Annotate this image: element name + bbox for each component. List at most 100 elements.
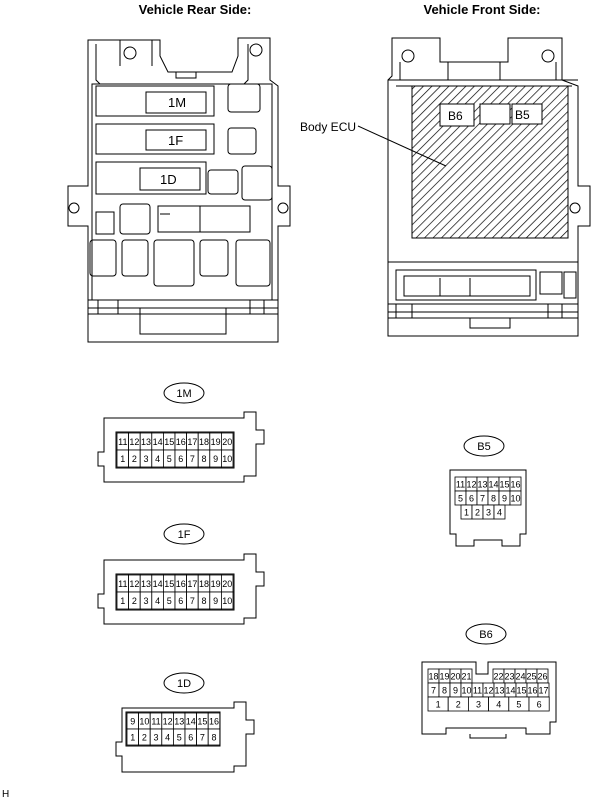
connector-b6-code: B6 [479,629,492,641]
pin-number: 2 [475,508,480,518]
front-label-b5: B5 [515,108,530,122]
pin-number: 16 [176,437,186,447]
pin-number: 22 [493,672,503,682]
rear-label-1f: 1F [168,133,183,148]
pin-number: 6 [178,454,183,464]
pin-cell [220,449,234,468]
pin-number: 20 [222,579,232,589]
pin-number: 5 [167,596,172,606]
pin-cell [528,696,550,712]
pin-number: 14 [488,480,498,490]
vehicle-rear-side-title: Vehicle Rear Side: [138,2,252,17]
pin-number: 4 [155,596,160,606]
pin-number: 15 [164,579,174,589]
pin-number: 25 [526,672,536,682]
pin-number: 8 [211,733,216,743]
pin-number: 13 [174,717,184,727]
pin-number: 10 [510,494,520,504]
pin-number: 18 [199,437,209,447]
pin-number: 3 [143,454,148,464]
pin-number: 10 [222,596,232,606]
pin-number: 1 [464,508,469,518]
pin-number: 13 [141,437,151,447]
pin-number: 12 [163,717,173,727]
pin-number: 1 [120,596,125,606]
pin-number: 15 [164,437,174,447]
pin-number: 8 [491,494,496,504]
pin-number: 17 [187,579,197,589]
rear-label-1m: 1M [168,95,186,110]
pin-number: 9 [130,717,135,727]
pin-number: 11 [118,437,127,447]
pin-number: 16 [510,480,520,490]
pin-cell [220,591,234,610]
ecu-connector-b6: B6 [439,103,475,127]
pin-number: 14 [153,437,163,447]
pin-number: 16 [209,717,219,727]
body-ecu-leader [357,125,447,167]
pin-number: 4 [155,454,160,464]
pin-number: 2 [142,733,147,743]
rear-junction-block [67,37,291,343]
pin-number: 5 [516,700,521,710]
pin-number: 6 [188,733,193,743]
pin-number: 14 [153,579,163,589]
pin-number: 1 [120,454,125,464]
pin-number: 6 [469,494,474,504]
front-label-b6: B6 [448,109,463,123]
pin-number: 8 [201,454,206,464]
pin-number: 13 [477,480,487,490]
connector-1d-code: 1D [177,678,191,690]
pin-number: 21 [461,672,471,682]
pin-number: 10 [461,686,471,696]
pin-number: 17 [538,686,548,696]
pin-number: 15 [197,717,207,727]
pin-number: 3 [486,508,491,518]
pin-number: 6 [537,700,542,710]
pin-number: 7 [190,596,195,606]
connector-1m-code: 1M [176,388,191,400]
pin-number: 18 [199,579,209,589]
pin-number: 19 [211,579,221,589]
pin-number: 5 [458,494,463,504]
pin-number: 24 [515,672,525,682]
pin-number: 3 [143,596,148,606]
body-ecu-label: Body ECU [300,120,356,134]
pin-number: 4 [497,508,502,518]
pin-number: 2 [456,700,461,710]
pin-number: 5 [167,454,172,464]
pin-number: 11 [118,579,127,589]
pin-number: 20 [222,437,232,447]
pin-number: 9 [213,596,218,606]
pin-number: 9 [502,494,507,504]
vehicle-front-side-title: Vehicle Front Side: [423,2,541,17]
pin-cell [493,504,506,520]
pin-number: 7 [480,494,485,504]
pin-number: 9 [453,686,458,696]
pin-number: 11 [456,480,465,490]
pin-number: 14 [505,686,515,696]
pin-cell [509,490,522,506]
pin-number: 26 [537,672,547,682]
pin-number: 11 [151,717,160,727]
rear-label-1d: 1D [160,172,177,187]
pin-number: 4 [165,733,170,743]
pin-number: 17 [187,437,197,447]
pin-number: 12 [129,437,139,447]
pin-number: 15 [499,480,509,490]
pin-number: 9 [213,454,218,464]
pin-number: 19 [211,437,221,447]
pin-number: 8 [442,686,447,696]
pin-number: 10 [139,717,149,727]
ecu-connector-mid [479,103,511,125]
pin-number: 4 [496,700,501,710]
figure-code: H [2,789,10,800]
